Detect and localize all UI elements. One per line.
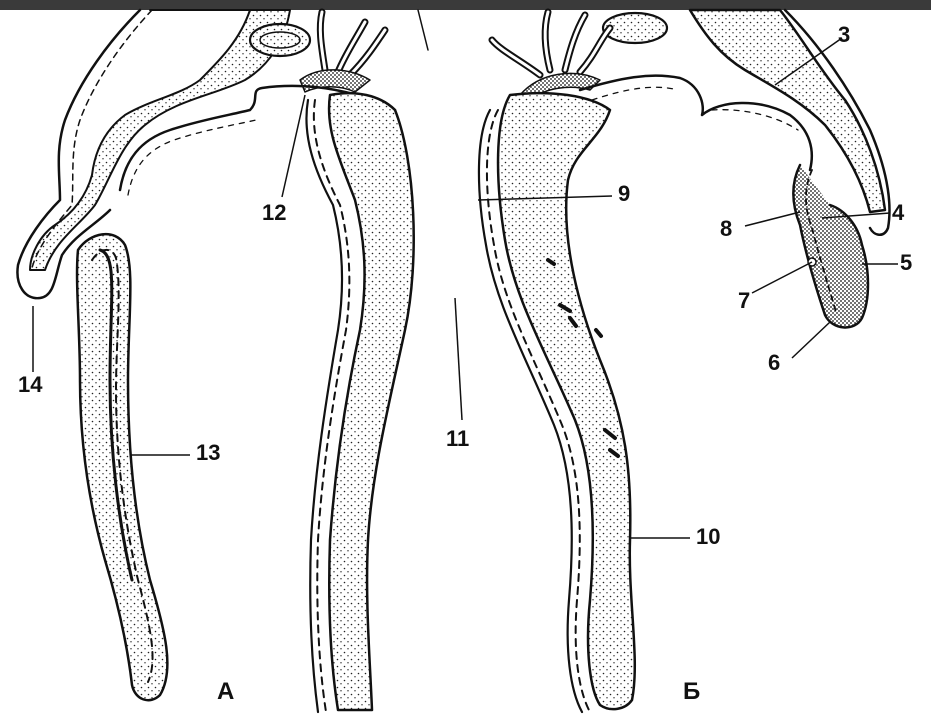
panel-b-drawing bbox=[479, 10, 890, 712]
label-4: 4 bbox=[892, 202, 904, 224]
label-7: 7 bbox=[738, 290, 750, 312]
panel-a-inner-wall-cells bbox=[128, 120, 256, 195]
label-12: 12 bbox=[262, 202, 286, 224]
label-9: 9 bbox=[618, 183, 630, 205]
panel-label-b: Б bbox=[683, 680, 700, 704]
leader-8 bbox=[745, 212, 800, 226]
panel-b-inner-wall-cells bbox=[592, 87, 798, 130]
upper-right-tissue bbox=[690, 10, 885, 212]
panel-a-drawing bbox=[17, 10, 428, 712]
leader-6 bbox=[792, 322, 830, 358]
label-13: 13 bbox=[196, 442, 220, 464]
label-11: 11 bbox=[446, 428, 469, 450]
process-top-line bbox=[418, 10, 428, 50]
leader-11 bbox=[455, 298, 462, 420]
upper-oval-structure bbox=[250, 24, 310, 56]
panel-b-process-4-inner bbox=[580, 28, 610, 72]
label-6: 6 bbox=[768, 352, 780, 374]
label-5: 5 bbox=[900, 252, 912, 274]
leader-12 bbox=[282, 95, 305, 197]
panel-b-long-tube bbox=[498, 93, 635, 709]
panel-label-a: А bbox=[217, 680, 234, 704]
label-8: 8 bbox=[720, 218, 732, 240]
panel-a-right-tube bbox=[329, 93, 414, 710]
label-3: 3 bbox=[838, 24, 850, 46]
panel-b-pocket bbox=[793, 165, 868, 327]
panel-b-process-1-inner bbox=[492, 40, 540, 75]
panel-a-left-tube bbox=[77, 234, 167, 700]
upper-left-tissue bbox=[30, 10, 290, 270]
label-10: 10 bbox=[696, 526, 720, 548]
leader-7 bbox=[752, 262, 812, 293]
label-14: 14 bbox=[18, 374, 42, 396]
